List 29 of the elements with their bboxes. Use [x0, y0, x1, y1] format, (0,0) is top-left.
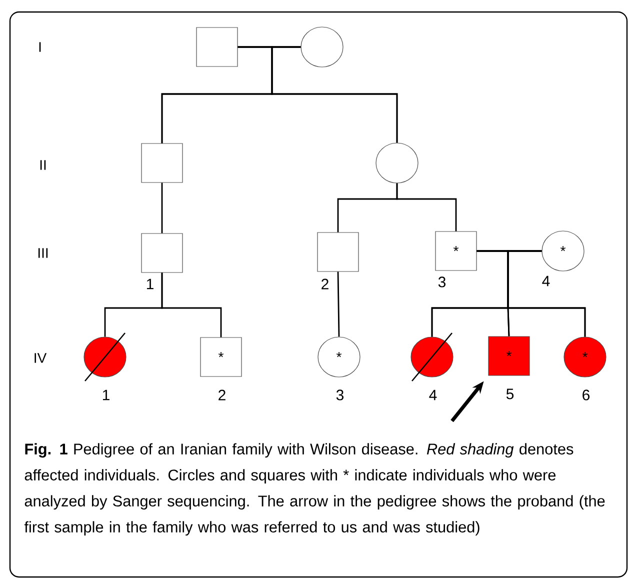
generation-label: I	[39, 42, 41, 52]
crossed-circle-symbol	[84, 332, 126, 382]
square-symbol	[141, 233, 183, 273]
pedigree-line	[396, 183, 457, 232]
individual-number: 2	[218, 390, 226, 400]
individual-number: 3	[336, 390, 344, 400]
generation-label: II	[40, 160, 46, 170]
crossed-circle-symbol	[410, 332, 454, 382]
individual-number: 6	[582, 390, 590, 400]
caption: Fig. 1 Pedigree of an Iranian family with Wilson disease. Red shading denotes affected individuals. Circles and squares with * indicate individuals who were analyzed by Sanger sequencing. The arrow in the pedigree shows the proband (the first sample in the family who was referred to us and was studied)	[24, 443, 605, 536]
pedigree-line	[507, 250, 586, 337]
pedigree-line	[161, 272, 222, 338]
generation-label: IV	[34, 353, 47, 363]
square-symbol	[196, 27, 238, 67]
circle-symbol	[376, 142, 418, 184]
pedigree-line	[161, 182, 163, 234]
individual-number: 5	[506, 388, 514, 400]
individual-number: 1	[102, 390, 110, 400]
generation-label: III	[38, 248, 48, 258]
circle-symbol	[300, 26, 344, 68]
individual-number: 4	[429, 390, 437, 400]
square-symbol	[141, 143, 183, 183]
individual-number: 4	[542, 276, 550, 286]
individual-number: 1	[146, 278, 154, 290]
pedigree-line	[271, 46, 398, 143]
individual-number: 3	[438, 276, 446, 288]
pedigree-line	[337, 272, 340, 337]
square-symbol	[317, 232, 359, 272]
individual-number: 2	[322, 278, 328, 290]
